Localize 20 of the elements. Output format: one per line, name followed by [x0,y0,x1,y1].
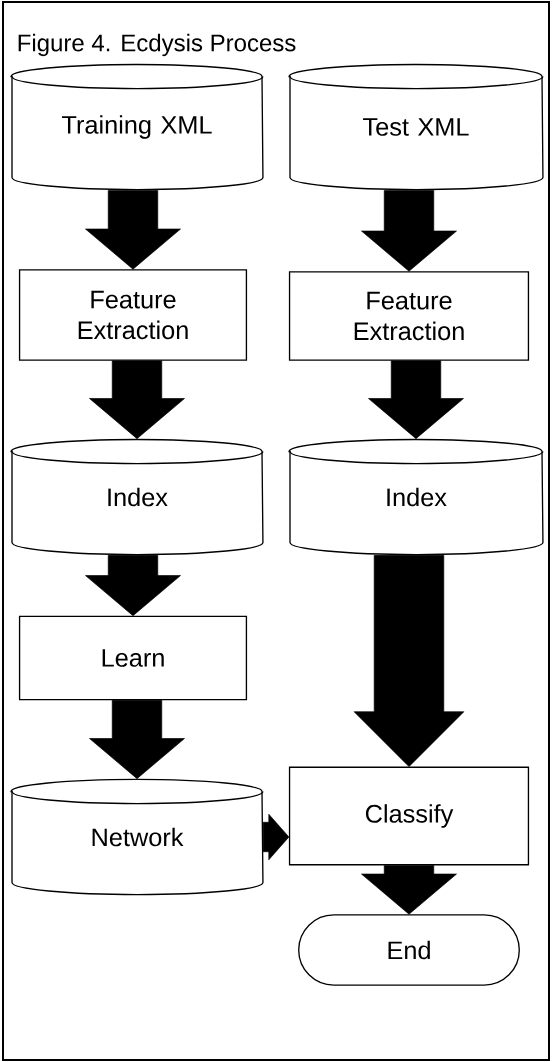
figure-title: Figure 4. Ecdysis Process [18,33,296,57]
cylinder-node: Test XML [288,63,544,191]
block-arrow [85,190,181,270]
process-box: Feature Extraction [18,269,248,361]
block-arrow [89,360,185,439]
cylinder-node: Network [10,778,264,896]
block-arrow [262,813,290,861]
block-arrow [353,555,465,767]
process-box: Learn [18,615,248,701]
block-arrow [368,360,464,439]
block-arrow [89,699,185,779]
cylinder-node: Index [10,438,264,556]
block-arrow [85,555,181,617]
terminal-node: End [298,914,520,986]
cylinder-node: Index [288,438,544,556]
process-box: Feature Extraction [288,271,530,361]
cylinder-node: Training XML [10,63,264,191]
block-arrow [361,190,457,272]
block-arrow [361,865,457,915]
process-box: Classify [288,766,530,866]
